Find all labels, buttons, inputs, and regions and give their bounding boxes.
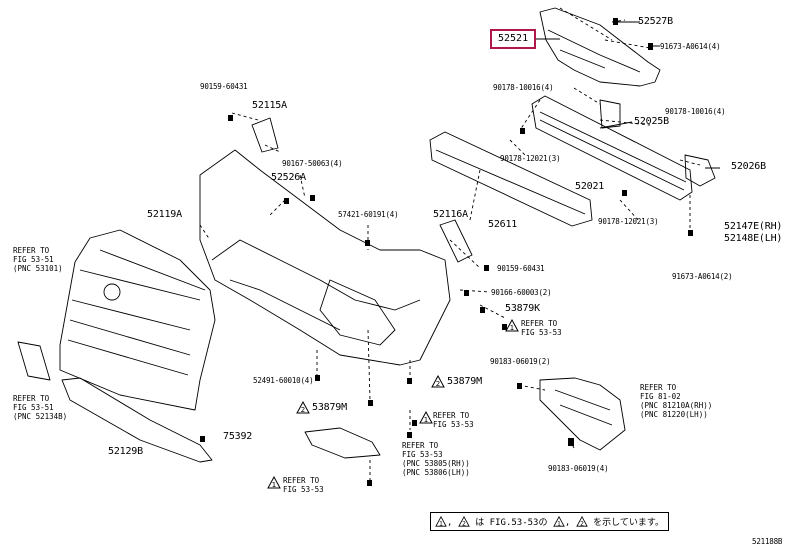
retainer-52115A xyxy=(251,117,279,153)
grille-53101 xyxy=(59,229,216,411)
part-52129B[interactable]: 52129B xyxy=(108,446,143,457)
part-52147E[interactable]: 52147E(RH) xyxy=(724,221,783,232)
refer-to-fig-81-02[interactable]: REFER TO FIG 81-02 (PNC 81210A(RH)) (PNC… xyxy=(640,383,713,419)
part-90159-60431-a[interactable]: 90159-60431 xyxy=(200,82,248,91)
part-91673-A0614-2[interactable]: 91673-A0614(2) xyxy=(672,272,733,281)
warning-triangle-icon: 2 xyxy=(458,516,470,527)
part-90159-60431-b[interactable]: 90159-60431 xyxy=(497,264,545,273)
svg-text:1: 1 xyxy=(510,324,514,332)
svg-text:2: 2 xyxy=(580,521,584,527)
refer-to-fig-53-51-bracket[interactable]: REFER TO FIG 53-51 (PNC 52134B) xyxy=(13,394,68,421)
svg-text:1: 1 xyxy=(424,416,428,424)
part-52527B[interactable]: 52527B xyxy=(638,16,673,27)
part-52148E[interactable]: 52148E(LH) xyxy=(724,233,783,244)
svg-text:1: 1 xyxy=(557,521,561,527)
legend-note-text: は FIG.53-53の xyxy=(475,518,548,528)
legend-note-text-2: を示しています。 xyxy=(593,518,664,528)
part-90167-50063-4[interactable]: 90167-50063(4) xyxy=(282,159,343,168)
part-52026B[interactable]: 52026B xyxy=(731,161,766,172)
part-75392[interactable]: 75392 xyxy=(223,431,253,442)
warning-triangle-icon: 1 xyxy=(267,476,281,489)
part-52119A[interactable]: 52119A xyxy=(147,209,182,220)
refer-to-fig-53-53-cover[interactable]: REFER TO FIG 53-53 (PNC 53805(RH)) (PNC … xyxy=(402,441,470,477)
part-52021[interactable]: 52021 xyxy=(575,181,605,192)
part-53879M-a[interactable]: 53879M xyxy=(447,376,482,387)
svg-text:2: 2 xyxy=(301,406,305,414)
svg-text:1: 1 xyxy=(272,481,276,489)
warning-triangle-icon: 1 xyxy=(419,411,433,424)
warning-triangle-icon: 1 xyxy=(553,516,565,527)
part-90166-60003-2[interactable]: 90166-60003(2) xyxy=(491,288,552,297)
part-52521-highlight[interactable]: 52521 xyxy=(490,29,537,49)
license-bracket xyxy=(17,341,51,381)
absorber-52611 xyxy=(429,131,593,227)
side-bracket xyxy=(539,377,626,451)
svg-text:2: 2 xyxy=(462,521,466,527)
part-52025B[interactable]: 52025B xyxy=(634,116,669,127)
spoiler-52129B xyxy=(61,377,213,463)
warning-triangle-icon: 2 xyxy=(431,375,445,388)
svg-text:2: 2 xyxy=(436,380,440,388)
part-90178-10016-4-b[interactable]: 90178-10016(4) xyxy=(665,107,726,116)
part-90178-10016-4-a[interactable]: 90178-10016(4) xyxy=(493,83,554,92)
part-91673-A0614-4[interactable]: 91673-A0614(4) xyxy=(660,42,721,51)
refer-to-fig-53-53-c[interactable]: REFER TO FIG 53-53 xyxy=(283,476,324,494)
part-90183-06019-2[interactable]: 90183-06019(2) xyxy=(490,357,551,366)
retainer-52116A xyxy=(439,219,473,263)
warning-triangle-icon: 1 xyxy=(505,319,519,332)
part-57421-60191-4[interactable]: 57421-60191(4) xyxy=(338,210,399,219)
legend-note: 1, 2 は FIG.53-53の 1, 2 を示しています。 xyxy=(430,512,669,531)
refer-to-fig-53-53-b[interactable]: REFER TO FIG 53-53 xyxy=(433,411,474,429)
reinforcement-52021 xyxy=(531,95,693,201)
part-53879M-b[interactable]: 53879M xyxy=(312,402,347,413)
part-52526A[interactable]: 52526A xyxy=(271,172,306,183)
part-52115A[interactable]: 52115A xyxy=(252,100,287,111)
warning-triangle-icon: 1 xyxy=(435,516,447,527)
warning-triangle-icon: 2 xyxy=(575,516,588,527)
refer-to-fig-53-51-grille[interactable]: REFER TO FIG 53-51 (PNC 53101) xyxy=(13,246,63,273)
bumper-cover-52119A xyxy=(199,149,451,366)
part-53879K[interactable]: 53879K xyxy=(505,303,540,314)
lower-cover xyxy=(304,427,381,459)
part-52491-60010-4[interactable]: 52491-60010(4) xyxy=(253,376,314,385)
part-90178-12021-3-a[interactable]: 90178-12021(3) xyxy=(500,154,561,163)
svg-text:1: 1 xyxy=(439,521,443,527)
part-52611[interactable]: 52611 xyxy=(488,219,518,230)
warning-triangle-icon: 2 xyxy=(296,401,310,414)
bracket-52521 xyxy=(539,7,661,87)
figure-reference-code: 521188B xyxy=(752,537,783,546)
part-52116A[interactable]: 52116A xyxy=(433,209,468,220)
part-90178-12021-3-b[interactable]: 90178-12021(3) xyxy=(598,217,659,226)
refer-to-fig-53-53-a[interactable]: REFER TO FIG 53-53 xyxy=(521,319,562,337)
part-90183-06019-4[interactable]: 90183-06019(4) xyxy=(548,464,609,473)
